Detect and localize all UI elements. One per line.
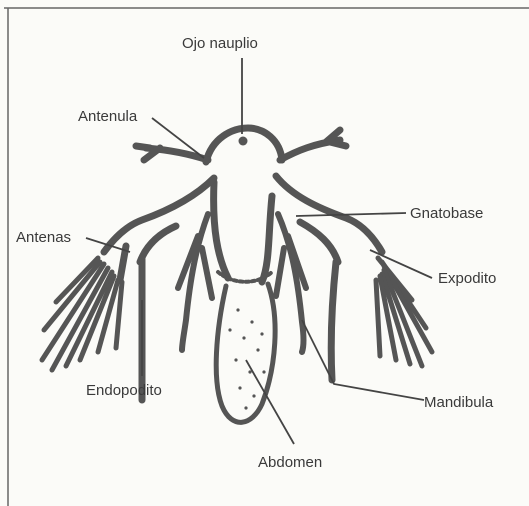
- abdomen-speckles: [228, 308, 265, 409]
- labels: Ojo nauplio Antenula Antenas Gnatobase E…: [16, 35, 496, 471]
- antennule-right: [280, 130, 346, 160]
- right-antenna: [276, 176, 382, 380]
- right-mandible: [276, 214, 306, 352]
- label-abdomen: Abdomen: [258, 454, 322, 471]
- label-endopodito: Endopodito: [86, 382, 162, 399]
- label-gnatobase: Gnatobase: [410, 205, 483, 222]
- label-antenula: Antenula: [78, 108, 138, 125]
- label-ojo-nauplio: Ojo nauplio: [182, 35, 258, 52]
- label-antenas: Antenas: [16, 229, 71, 246]
- naupliar-eye: [239, 137, 248, 146]
- nauplius-body: [206, 128, 282, 422]
- left-mandible: [178, 214, 212, 350]
- label-expodito: Expodito: [438, 270, 496, 287]
- label-mandibula: Mandibula: [424, 394, 494, 411]
- left-setae: [42, 258, 122, 370]
